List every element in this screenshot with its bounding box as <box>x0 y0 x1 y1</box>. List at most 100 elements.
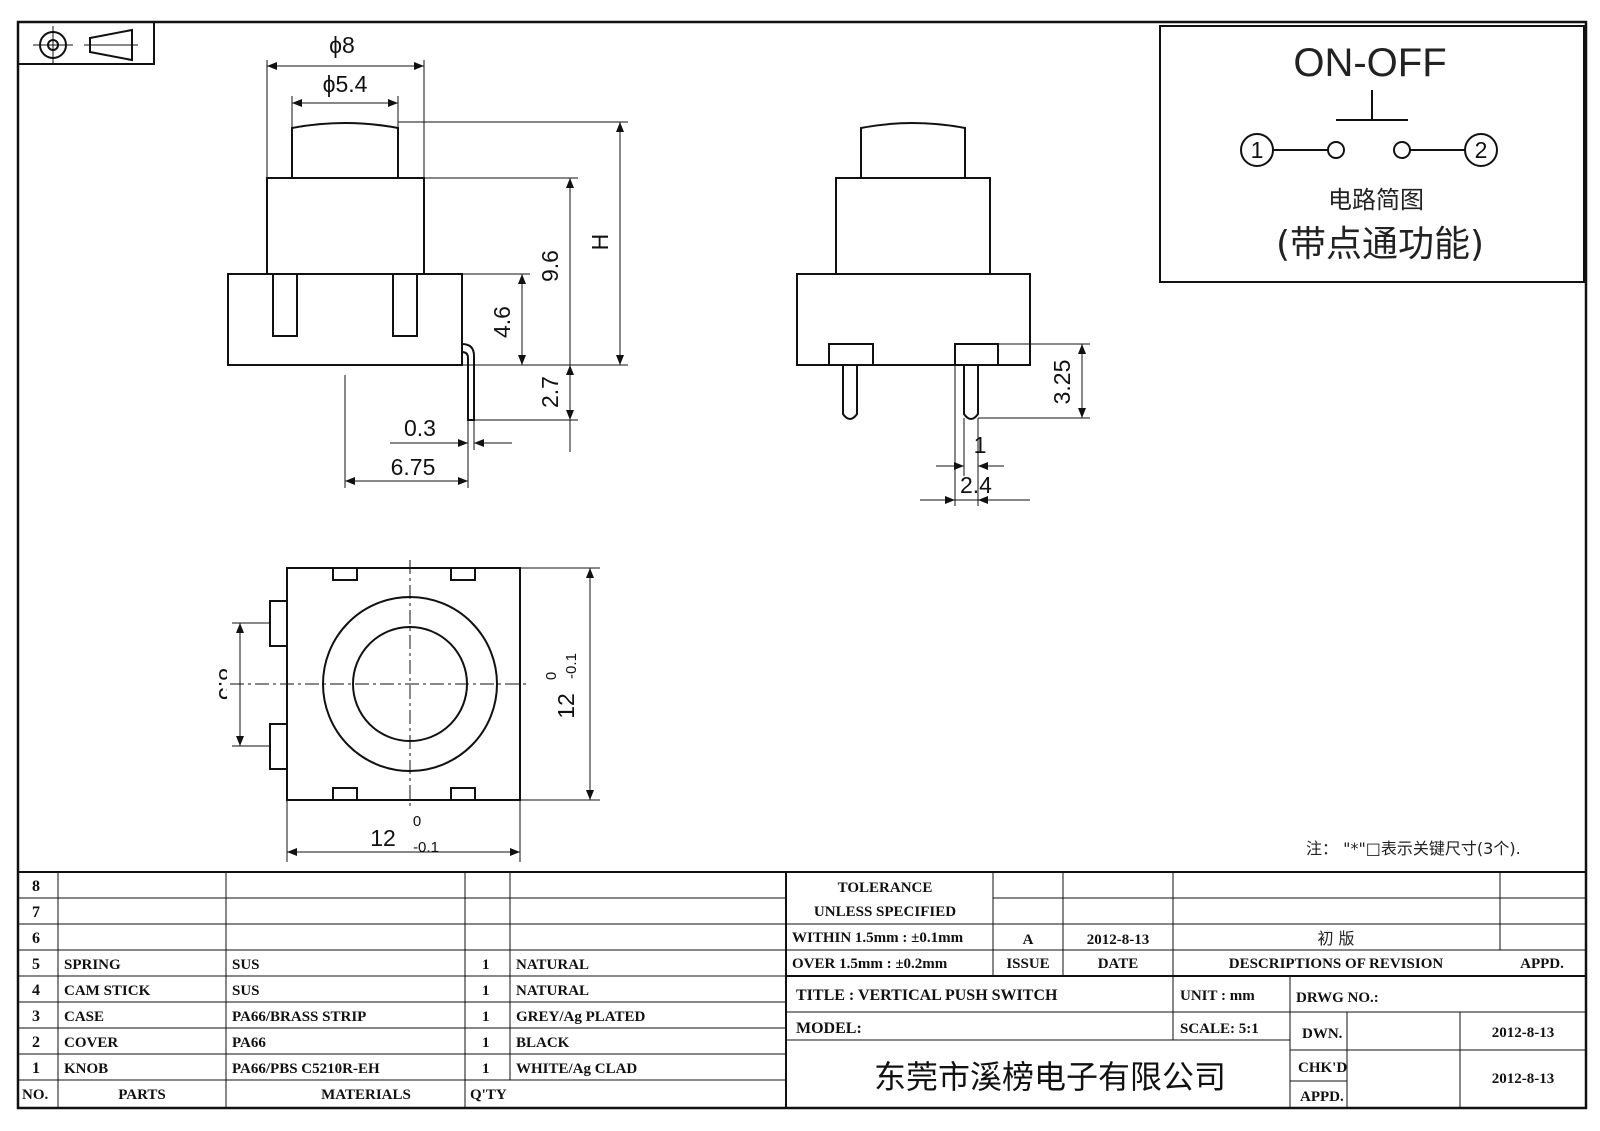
dim-phi5-4: ϕ5.4 <box>323 71 368 97</box>
unit-label: UNIT : mm <box>1180 988 1255 1004</box>
descriptions-label: DESCRIPTIONS OF REVISION <box>1229 956 1444 972</box>
drawing-note: 注： "*"□表示关键尺寸(3个). <box>1306 839 1521 858</box>
appd-label-top: APPD. <box>1520 956 1564 972</box>
side-view <box>796 122 1031 420</box>
model-label: MODEL: <box>796 1020 862 1037</box>
svg-text:WHITE/Ag CLAD: WHITE/Ag CLAD <box>516 1061 637 1077</box>
dwn-date: 2012-8-13 <box>1492 1025 1555 1041</box>
dim-1: 1 <box>974 432 987 458</box>
svg-text:KNOB: KNOB <box>64 1061 108 1077</box>
table-row: 1 KNOB PA66/PBS C5210R-EH 1 WHITE/Ag CLA… <box>32 1060 637 1077</box>
table-row: 4 CAM STICK SUS 1 NATURAL <box>32 982 589 999</box>
header-qty: Q'TY <box>470 1087 507 1103</box>
projection-symbol-icon <box>17 21 155 65</box>
chkd-label: CHK'D <box>1298 1060 1347 1076</box>
schematic-title: ON-OFF <box>1293 41 1446 85</box>
svg-text:PA66: PA66 <box>232 1035 266 1051</box>
svg-text:SUS: SUS <box>232 983 260 999</box>
appd-label-bottom: APPD. <box>1300 1089 1344 1105</box>
pin-2-label: 2 <box>1475 137 1488 163</box>
svg-text:SPRING: SPRING <box>64 957 121 973</box>
svg-text:8: 8 <box>32 878 40 895</box>
top-view-dimensions: 8.5 12 0 -0.1 12 0 -0.1 <box>214 567 600 862</box>
dim-phi8: ϕ8 <box>329 32 355 58</box>
svg-text:4: 4 <box>32 982 40 999</box>
front-view-dimensions: ϕ8 ϕ5.4 H 9.6 4.6 2.7 0.3 6.75 <box>266 32 628 488</box>
svg-text:3: 3 <box>32 1008 40 1025</box>
dim-h: H <box>587 234 613 251</box>
circuit-schematic: ON-OFF 1 2 电路简图 (带点通功能) <box>1159 25 1585 283</box>
tol-upper-right: 0 <box>543 672 560 680</box>
svg-text:2: 2 <box>32 1034 40 1051</box>
svg-text:1: 1 <box>482 1061 490 1077</box>
header-materials: MATERIALS <box>321 1087 411 1103</box>
svg-text:1: 1 <box>32 1060 40 1077</box>
scale-label: SCALE: 5:1 <box>1180 1021 1259 1037</box>
dim-3-25: 3.25 <box>1049 360 1075 405</box>
table-row: 6 <box>32 930 40 947</box>
table-header-row: NO. PARTS MATERIALS Q'TY <box>22 1087 507 1103</box>
dim-12-right: 12 <box>553 693 579 719</box>
pin-1-label: 1 <box>1251 137 1264 163</box>
tol-lower-right: -0.1 <box>563 653 580 679</box>
svg-text:1: 1 <box>482 957 490 973</box>
header-parts: PARTS <box>118 1087 166 1103</box>
table-row: 8 <box>32 878 40 895</box>
pin-2-icon <box>1464 133 1498 167</box>
svg-text:GREY/Ag PLATED: GREY/Ag PLATED <box>516 1009 645 1025</box>
svg-text:PA66/BRASS STRIP: PA66/BRASS STRIP <box>232 1009 366 1025</box>
contact-left-icon <box>1327 141 1345 159</box>
top-view <box>230 560 530 808</box>
tol-lower-bottom: -0.1 <box>413 839 439 856</box>
dim-4-6: 4.6 <box>489 306 515 338</box>
dim-8-5: 8.5 <box>214 668 240 700</box>
issue-label: ISSUE <box>1006 956 1049 972</box>
svg-text:7: 7 <box>32 904 40 921</box>
svg-text:NATURAL: NATURAL <box>516 957 589 973</box>
revision-description: 初 版 <box>1317 929 1354 948</box>
sheet-border <box>16 20 1588 1110</box>
side-view-dimensions: 3.25 1 2.4 <box>920 343 1090 506</box>
dim-2-4: 2.4 <box>960 472 992 498</box>
dim-9-6: 9.6 <box>537 250 563 282</box>
svg-text:1: 1 <box>482 1035 490 1051</box>
title-block: TOLERANCE UNLESS SPECIFIED WITHIN 1.5mm … <box>786 872 1586 1108</box>
chkd-date: 2012-8-13 <box>1492 1071 1555 1087</box>
svg-text:1: 1 <box>482 1009 490 1025</box>
svg-text:SUS: SUS <box>232 957 260 973</box>
svg-text:6: 6 <box>32 930 40 947</box>
date-label: DATE <box>1098 956 1139 972</box>
svg-text:PA66/PBS C5210R-EH: PA66/PBS C5210R-EH <box>232 1061 380 1077</box>
drawing-number-label: DRWG NO.: <box>1296 990 1379 1006</box>
issue-value: A <box>1023 932 1034 948</box>
tol-upper-bottom: 0 <box>413 813 421 830</box>
contact-right-icon <box>1393 141 1411 159</box>
header-no: NO. <box>22 1087 49 1103</box>
table-row: 2 COVER PA66 1 BLACK <box>32 1034 570 1051</box>
svg-text:5: 5 <box>32 956 40 973</box>
svg-text:CAM STICK: CAM STICK <box>64 983 151 999</box>
table-row: 7 <box>32 904 40 921</box>
drawing-title: TITLE : VERTICAL PUSH SWITCH <box>796 987 1058 1004</box>
schematic-note: (带点通功能) <box>1276 224 1484 265</box>
schematic-caption: 电路简图 <box>1328 186 1424 214</box>
table-row: 3 CASE PA66/BRASS STRIP 1 GREY/Ag PLATED <box>32 1008 645 1025</box>
dim-0-3: 0.3 <box>404 415 436 441</box>
svg-text:BLACK: BLACK <box>516 1035 570 1051</box>
parts-list-table <box>18 871 1586 1108</box>
svg-text:1: 1 <box>482 983 490 999</box>
over-tolerance: OVER 1.5mm : ±0.2mm <box>792 956 948 972</box>
front-view <box>227 122 475 421</box>
dim-2-7: 2.7 <box>537 376 563 408</box>
unless-specified-label: UNLESS SPECIFIED <box>814 904 956 920</box>
dim-12-bottom: 12 <box>370 825 396 851</box>
svg-text:COVER: COVER <box>64 1035 118 1051</box>
tolerance-label: TOLERANCE <box>838 880 933 896</box>
date-value: 2012-8-13 <box>1087 932 1150 948</box>
svg-text:CASE: CASE <box>64 1009 104 1025</box>
company-name: 东莞市溪榜电子有限公司 <box>874 1058 1226 1096</box>
within-tolerance: WITHIN 1.5mm : ±0.1mm <box>792 930 964 946</box>
dwn-label: DWN. <box>1302 1026 1343 1042</box>
